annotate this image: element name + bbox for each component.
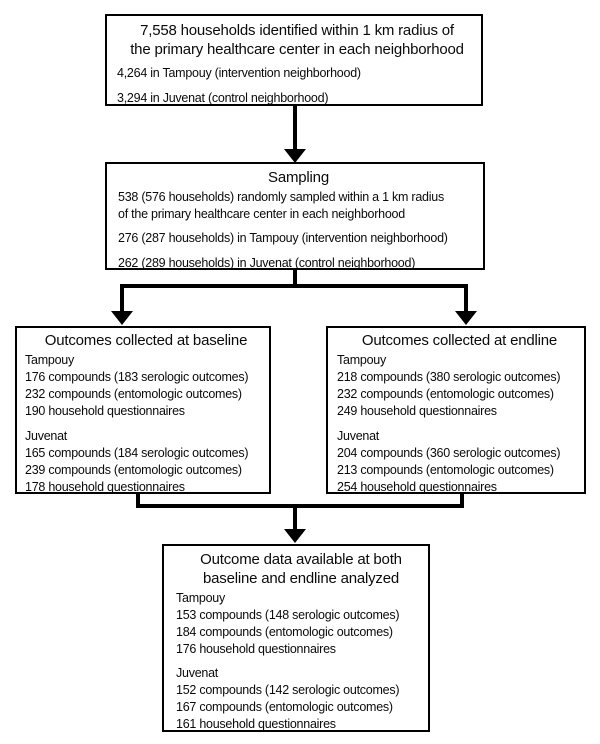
text-line-questionnaires: 176 household questionnaires: [176, 642, 336, 656]
box-outcome-analyzed-title: Outcome data available at both baseline …: [176, 550, 426, 588]
text-line-juvenat-count: 3,294 in Juvenat (control neighborhood): [117, 91, 329, 105]
title-line: the primary healthcare center in each ne…: [130, 41, 464, 58]
text-line-serologic: 165 compounds (184 serologic outcomes): [25, 446, 249, 460]
text-line-entomologic: 184 compounds (entomologic outcomes): [176, 625, 393, 639]
arrowhead-down-icon: [111, 311, 133, 325]
text-line-tampouy-count: 4,264 in Tampouy (intervention neighborh…: [117, 66, 361, 80]
group-name: Tampouy: [337, 353, 386, 367]
connector-branch-right: [464, 284, 468, 312]
group-juvenat: Juvenat 204 compounds (360 serologic out…: [337, 428, 582, 496]
connector-converge-center: [293, 504, 297, 530]
box-outcomes-endline: Outcomes collected at endline Tampouy 21…: [326, 326, 586, 494]
connector-sampling-stub: [293, 270, 297, 288]
text-line-questionnaires: 161 household questionnaires: [176, 717, 336, 731]
group-juvenat: Juvenat 152 compounds (142 serologic out…: [176, 665, 426, 733]
text-line-entomologic: 239 compounds (entomologic outcomes): [25, 463, 242, 477]
connector-identified-to-sampling: [293, 106, 297, 150]
group-name: Juvenat: [176, 666, 219, 680]
arrowhead-down-icon: [455, 311, 477, 325]
box-households-identified-body: 4,264 in Tampouy (intervention neighborh…: [117, 65, 477, 107]
box-outcomes-baseline-body: Tampouy 176 compounds (183 serologic out…: [25, 352, 267, 496]
text-line-questionnaires: 249 household questionnaires: [337, 404, 497, 418]
box-households-identified: 7,558 households identified within 1 km …: [105, 14, 483, 106]
box-sampling-title: Sampling: [268, 169, 329, 186]
text-line-juvenat-sampled: 262 (289 households) in Juvenat (control…: [118, 256, 416, 270]
box-outcome-analyzed-body: Tampouy 153 compounds (148 serologic out…: [176, 590, 426, 733]
connector-converge-left-stub: [136, 494, 140, 508]
connector-branch-left: [120, 284, 124, 312]
arrowhead-down-icon: [284, 149, 306, 163]
text-line-sampled-2: of the primary healthcare center in each…: [118, 207, 405, 221]
text-line-serologic: 218 compounds (380 serologic outcomes): [337, 370, 561, 384]
text-line-serologic: 153 compounds (148 serologic outcomes): [176, 608, 400, 622]
title-line: 7,558 households identified within 1 km …: [140, 22, 454, 39]
group-tampouy: Tampouy 218 compounds (380 serologic out…: [337, 352, 582, 420]
group-juvenat: Juvenat 165 compounds (184 serologic out…: [25, 428, 267, 496]
text-line-questionnaires: 178 household questionnaires: [25, 480, 185, 494]
box-households-identified-title: 7,558 households identified within 1 km …: [117, 21, 477, 59]
group-tampouy: Tampouy 153 compounds (148 serologic out…: [176, 590, 426, 658]
text-line-tampouy-sampled: 276 (287 households) in Tampouy (interve…: [118, 231, 448, 245]
text-line-entomologic: 167 compounds (entomologic outcomes): [176, 700, 393, 714]
box-outcomes-baseline-title: Outcomes collected at baseline: [44, 332, 248, 349]
connector-branch-horizontal: [120, 284, 468, 288]
connector-converge-horizontal: [136, 504, 464, 508]
text-line-sampled-1: 538 (576 households) randomly sampled wi…: [118, 190, 444, 204]
group-name: Tampouy: [25, 353, 74, 367]
text-line-entomologic: 232 compounds (entomologic outcomes): [25, 387, 242, 401]
connector-converge-right-stub: [460, 494, 464, 508]
group-tampouy: Tampouy 176 compounds (183 serologic out…: [25, 352, 267, 420]
box-sampling-body: 538 (576 households) randomly sampled wi…: [118, 189, 479, 272]
group-name: Juvenat: [25, 429, 68, 443]
text-line-serologic: 204 compounds (360 serologic outcomes): [337, 446, 561, 460]
text-line-entomologic: 213 compounds (entomologic outcomes): [337, 463, 554, 477]
box-outcome-analyzed: Outcome data available at both baseline …: [162, 544, 430, 732]
box-sampling: Sampling 538 (576 households) randomly s…: [105, 162, 485, 270]
text-line-questionnaires: 254 household questionnaires: [337, 480, 497, 494]
text-line-serologic: 152 compounds (142 serologic outcomes): [176, 683, 400, 697]
group-name: Juvenat: [337, 429, 380, 443]
title-line: Outcome data available at both: [200, 551, 402, 568]
text-line-entomologic: 232 compounds (entomologic outcomes): [337, 387, 554, 401]
title-line: baseline and endline analyzed: [202, 570, 400, 587]
box-outcomes-baseline: Outcomes collected at baseline Tampouy 1…: [15, 326, 271, 494]
box-outcomes-endline-title: Outcomes collected at endline: [361, 332, 558, 349]
arrowhead-down-icon: [284, 529, 306, 543]
box-outcomes-endline-body: Tampouy 218 compounds (380 serologic out…: [337, 352, 582, 496]
text-line-questionnaires: 190 household questionnaires: [25, 404, 185, 418]
group-name: Tampouy: [176, 591, 225, 605]
text-line-serologic: 176 compounds (183 serologic outcomes): [25, 370, 249, 384]
